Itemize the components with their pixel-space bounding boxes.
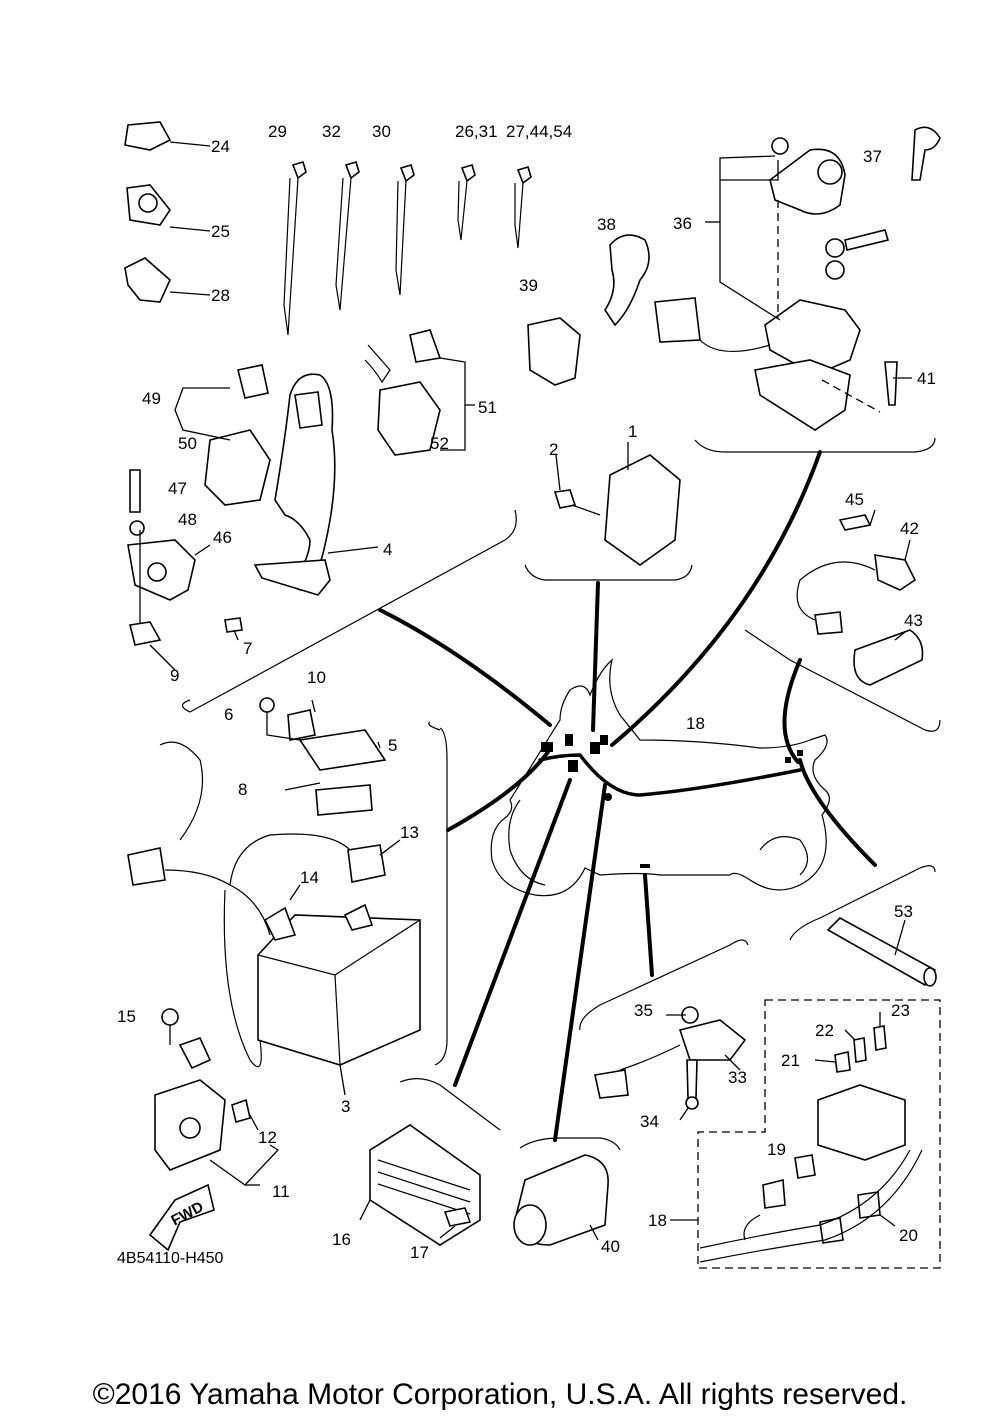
callout-41: 41 bbox=[917, 369, 936, 388]
callout-47: 47 bbox=[168, 479, 187, 498]
callout-46: 46 bbox=[213, 528, 232, 547]
callout-32: 32 bbox=[322, 122, 341, 141]
callout-36: 36 bbox=[673, 214, 692, 233]
callout-50: 50 bbox=[178, 434, 197, 453]
main-switch-assembly bbox=[527, 126, 941, 431]
callout-labels: 1 2 3 4 5 6 7 8 9 10 11 12 13 14 15 16 1… bbox=[117, 122, 936, 1262]
callout-1: 1 bbox=[628, 422, 637, 441]
callout-26-31: 26,31 bbox=[455, 122, 498, 141]
callout-14: 14 bbox=[300, 868, 319, 887]
starter-relay-assembly: FWD bbox=[148, 1008, 280, 1252]
sensor-assembly bbox=[796, 509, 924, 686]
callout-49: 49 bbox=[142, 389, 161, 408]
callout-19: 19 bbox=[767, 1140, 786, 1159]
callout-18-harness: 18 bbox=[686, 714, 705, 733]
callout-27-44-54: 27,44,54 bbox=[506, 122, 572, 141]
callout-25: 25 bbox=[211, 222, 230, 241]
callout-33: 33 bbox=[728, 1068, 747, 1087]
callout-17: 17 bbox=[410, 1243, 429, 1262]
callout-21: 21 bbox=[781, 1051, 800, 1070]
callout-15: 15 bbox=[117, 1007, 136, 1026]
callout-34: 34 bbox=[640, 1112, 659, 1131]
rectifier-assembly bbox=[359, 1124, 481, 1246]
callout-2: 2 bbox=[549, 440, 558, 459]
callout-23: 23 bbox=[891, 1001, 910, 1020]
ecu-assembly bbox=[553, 442, 681, 566]
callout-5: 5 bbox=[388, 736, 397, 755]
battery-assembly bbox=[127, 697, 421, 1096]
callout-29: 29 bbox=[268, 122, 287, 141]
unit-40 bbox=[513, 1154, 609, 1246]
callout-10: 10 bbox=[307, 668, 326, 687]
tube-53 bbox=[826, 917, 937, 987]
callout-39: 39 bbox=[519, 276, 538, 295]
callout-9: 9 bbox=[170, 666, 179, 685]
callout-37: 37 bbox=[863, 147, 882, 166]
callout-8: 8 bbox=[238, 780, 247, 799]
motorcycle-silhouette bbox=[428, 658, 830, 897]
callout-43: 43 bbox=[904, 611, 923, 630]
callout-42: 42 bbox=[900, 519, 919, 538]
callout-24: 24 bbox=[211, 137, 230, 156]
fuse-box-harness bbox=[670, 999, 941, 1269]
callout-28: 28 bbox=[211, 286, 230, 305]
callout-48: 48 bbox=[178, 510, 197, 529]
callout-16: 16 bbox=[332, 1230, 351, 1249]
callout-20: 20 bbox=[899, 1226, 918, 1245]
callout-4: 4 bbox=[383, 540, 392, 559]
callout-35: 35 bbox=[634, 1001, 653, 1020]
cable-ties bbox=[283, 161, 532, 336]
sensor-33-assembly bbox=[594, 1006, 747, 1121]
callout-11: 11 bbox=[272, 1182, 290, 1201]
callout-7: 7 bbox=[243, 639, 252, 658]
relay-bracket-assembly bbox=[127, 329, 475, 671]
clamps bbox=[124, 121, 211, 303]
copyright-notice: ©2016 Yamaha Motor Corporation, U.S.A. A… bbox=[92, 1378, 908, 1411]
callout-13: 13 bbox=[400, 823, 419, 842]
callout-52: 52 bbox=[430, 434, 449, 453]
callout-3: 3 bbox=[341, 1097, 350, 1116]
callout-38: 38 bbox=[597, 215, 616, 234]
callout-45: 45 bbox=[845, 490, 864, 509]
callout-53: 53 bbox=[894, 902, 913, 921]
callout-22: 22 bbox=[815, 1021, 834, 1040]
diagram-code: 4B54110-H450 bbox=[117, 1250, 224, 1267]
callout-30: 30 bbox=[372, 122, 391, 141]
callout-12: 12 bbox=[258, 1128, 277, 1147]
callout-51: 51 bbox=[478, 398, 497, 417]
callout-18-subharness: 18 bbox=[648, 1211, 667, 1230]
callout-40: 40 bbox=[601, 1237, 620, 1256]
callout-6: 6 bbox=[224, 705, 233, 724]
